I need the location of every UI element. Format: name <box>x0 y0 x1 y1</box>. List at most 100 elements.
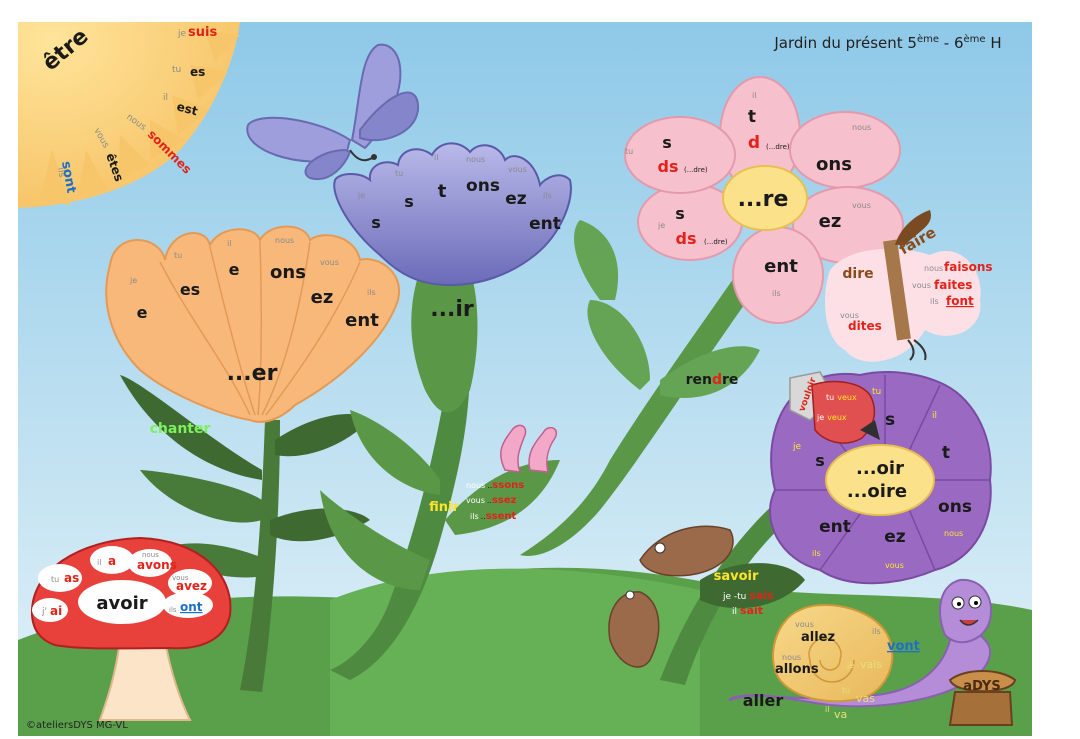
oir-p-il: il <box>932 411 937 421</box>
aller-p-il: il <box>825 705 829 714</box>
re-p-je: je <box>657 221 665 230</box>
ir-p-vous: vous <box>508 165 527 174</box>
oir-f-je: s <box>815 451 825 470</box>
aller-f-vais: vais <box>860 658 882 671</box>
ir-f-il: t <box>438 181 447 202</box>
aller-p-tu: tu <box>842 686 850 695</box>
oir-f-il: t <box>942 443 950 463</box>
re-f-vous: ez <box>819 211 842 232</box>
slugs <box>608 525 734 668</box>
avoir-p-ils: ils <box>169 606 177 614</box>
aller-f-vont: vont <box>887 639 920 654</box>
etre-p-je: je <box>177 29 187 39</box>
worms <box>500 424 557 473</box>
etre-f-est: est <box>175 99 199 118</box>
avoir-f-ai: ai <box>50 604 62 618</box>
logo-text: aDYS <box>963 679 1000 694</box>
oir-p-je: je <box>792 442 802 452</box>
er-root: ...er <box>227 361 278 386</box>
aller-p-nous: nous <box>782 653 801 662</box>
dites-f: dites <box>848 319 882 333</box>
faire-f-ils: font <box>946 294 974 308</box>
avoir-f-ont: ont <box>180 600 203 614</box>
page-title: Jardin du présent 5ème - 6ème H <box>773 33 1001 52</box>
aller-f-allons: allons <box>775 662 819 677</box>
aller-p-je: je <box>846 661 854 670</box>
faire-f-nous: faisons <box>944 260 993 274</box>
re-f-ils: ent <box>764 256 798 277</box>
ir-p-il: il <box>434 153 438 162</box>
oir-f-nous: ons <box>938 497 972 517</box>
oir-root: ...oir <box>856 458 904 479</box>
copyright: ©ateliersDYS MG-VL <box>26 720 128 731</box>
etre-p-ils: ils <box>55 167 67 179</box>
finir-label: finir <box>429 500 459 515</box>
re-dre-il: (...dre) <box>766 143 790 151</box>
ir-p-je: je <box>357 191 365 200</box>
oir-p-nous: nous <box>944 529 963 538</box>
er-f-nous: ons <box>270 262 306 283</box>
ir-flower <box>320 142 572 680</box>
butterfly <box>246 43 420 181</box>
avoir-mushroom <box>30 536 232 721</box>
ir-p-tu: tu <box>395 169 403 178</box>
re-f-je: s <box>675 204 685 223</box>
aller-f-vas: vas <box>856 692 875 705</box>
re-f-il: t <box>748 107 756 127</box>
avoir-f-avons: avons <box>137 558 177 572</box>
ir-f-vous: ez <box>505 189 527 209</box>
rendre-label: rendre <box>686 372 739 388</box>
re-dre-tu: (...dre) <box>684 166 708 174</box>
aller-p-vous: vous <box>795 620 814 629</box>
oir-f-ils: ent <box>819 517 851 537</box>
avoir-p-il: il <box>97 558 101 567</box>
re-p-nous: nous <box>852 123 871 132</box>
ir-f-ils: ent <box>529 214 561 234</box>
oir-f-vous: ez <box>884 527 906 547</box>
aller-f-va: va <box>834 708 847 721</box>
er-p-ils: ils <box>367 288 376 297</box>
avoir-f-avez: avez <box>176 579 207 593</box>
avoir-f-as: as <box>64 571 79 585</box>
avoir-p-nous: nous <box>142 551 159 559</box>
etre-p-il: il <box>163 93 168 103</box>
etre-f-suis: suis <box>188 25 217 40</box>
oire-root: ...oire <box>847 481 907 502</box>
aller-p-ils: ils <box>872 627 881 636</box>
etre-f-es: es <box>190 65 205 79</box>
er-example-chanter: chanter <box>150 421 211 437</box>
re-f-il-dre: d <box>748 133 760 153</box>
sun-etre <box>18 22 240 208</box>
re-f-tu-dre: ds <box>658 157 679 176</box>
vouloir-character <box>789 371 880 444</box>
re-p-vous: vous <box>852 201 871 210</box>
er-f-vous: ez <box>311 287 334 308</box>
re-f-tu: s <box>662 133 672 152</box>
re-root: ...re <box>738 187 789 212</box>
ir-p-nous: nous <box>466 155 485 164</box>
re-flower-stem <box>520 220 790 556</box>
adys-logo <box>948 670 1017 726</box>
ir-f-je: s <box>371 213 381 232</box>
ir-p-ils: ils <box>543 191 552 200</box>
er-p-je: je <box>129 276 137 285</box>
avoir-label: avoir <box>96 593 147 614</box>
dire-label: dire <box>842 266 873 282</box>
faire-paintbrush <box>825 210 981 362</box>
oir-p-vous: vous <box>885 561 904 570</box>
er-flower <box>105 225 401 692</box>
er-p-il: il <box>227 239 231 248</box>
er-p-tu: tu <box>174 251 182 260</box>
oir-f-tu: s <box>885 410 895 430</box>
re-p-ils: ils <box>772 289 781 298</box>
etre-p-tu: tu <box>172 65 181 75</box>
re-flower <box>624 76 904 324</box>
faire-f-vous: faites <box>934 278 972 292</box>
er-p-nous: nous <box>275 236 294 245</box>
finir-row-ils: ils..ssent <box>470 511 517 522</box>
